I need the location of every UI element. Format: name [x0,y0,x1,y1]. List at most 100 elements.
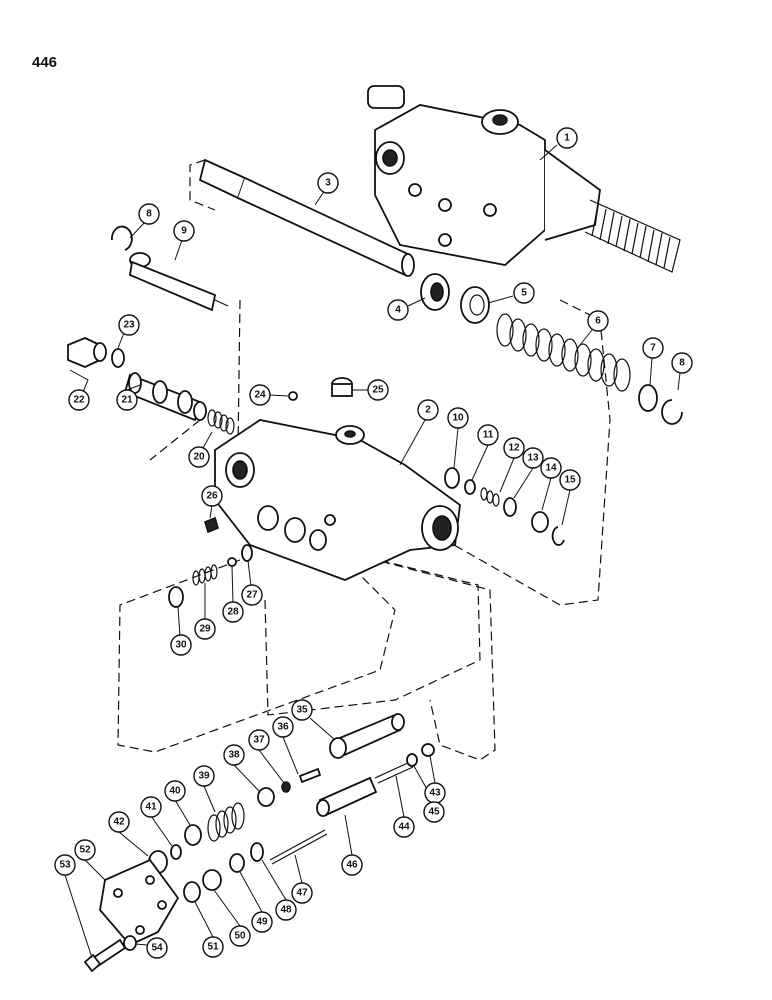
svg-text:12: 12 [508,443,520,454]
svg-text:35: 35 [296,705,308,716]
callout-8-upper: 8 [138,203,160,225]
callout-52: 52 [74,839,96,861]
part-44 [374,761,414,784]
svg-text:26: 26 [206,491,218,502]
assembly-dashed-lines [117,159,611,761]
callout-15: 15 [559,469,581,491]
svg-text:25: 25 [372,385,384,396]
bolt-53 [83,938,127,973]
callout-28: 28 [222,601,244,623]
svg-text:52: 52 [79,845,91,856]
callout-51: 51 [202,936,224,958]
callout-14: 14 [540,457,562,479]
svg-text:47: 47 [296,888,308,899]
svg-text:8: 8 [146,209,152,220]
callout-7: 7 [642,337,664,359]
callout-10: 10 [447,407,469,429]
svg-text:42: 42 [113,817,125,828]
part-48 [250,842,264,862]
callout-22: 22 [68,389,90,411]
svg-text:13: 13 [527,453,539,464]
callout-1: 1 [556,127,578,149]
spring-6 [496,313,631,392]
part-11 [464,479,476,495]
callout-38: 38 [223,744,245,766]
svg-text:20: 20 [193,452,205,463]
svg-text:24: 24 [254,390,266,401]
svg-text:49: 49 [256,917,268,928]
o-ring-23 [111,348,125,368]
callout-47: 47 [291,882,313,904]
callout-39: 39 [193,765,215,787]
snap-ring-8-right [661,399,683,425]
callout-36: 36 [272,716,294,738]
svg-text:5: 5 [521,288,527,299]
callout-26: 26 [201,485,223,507]
valve-body-1 [367,85,681,273]
svg-text:30: 30 [175,640,187,651]
part-26 [204,516,219,534]
svg-text:9: 9 [181,226,187,237]
svg-text:10: 10 [452,413,464,424]
part-38 [257,787,275,807]
svg-text:15: 15 [564,475,576,486]
spring-20 [207,409,235,435]
part-27 [241,544,253,562]
callout-11: 11 [477,424,499,446]
callout-9: 9 [173,220,195,242]
ball-24 [288,391,298,401]
svg-text:41: 41 [145,802,157,813]
spool-21 [123,372,207,422]
shaft-3 [198,158,415,277]
callout-50: 50 [229,925,251,947]
part-41 [170,844,182,860]
svg-text:50: 50 [234,931,246,942]
svg-text:4: 4 [395,305,401,316]
callout-2: 2 [417,399,439,421]
spring-seat-5 [460,286,490,324]
part-15 [551,526,565,546]
washer-7 [638,384,658,412]
svg-text:8: 8 [679,358,685,369]
svg-text:21: 21 [121,395,133,406]
svg-text:39: 39 [198,771,210,782]
callout-12: 12 [503,437,525,459]
svg-text:48: 48 [280,905,292,916]
part-46 [316,776,378,817]
svg-text:22: 22 [73,395,85,406]
callout-49: 49 [251,911,273,933]
callout-24: 24 [249,384,271,406]
callout-41: 41 [140,796,162,818]
svg-text:46: 46 [346,860,358,871]
svg-text:53: 53 [59,860,71,871]
callout-54: 54 [146,937,168,959]
page-number: 446 [32,54,58,71]
callout-13: 13 [522,447,544,469]
callout-5: 5 [513,282,535,304]
callout-40: 40 [164,780,186,802]
part-30 [168,586,184,608]
part-49 [229,853,245,873]
svg-text:54: 54 [151,943,163,954]
cover-plate-52 [99,858,180,947]
callout-8-right: 8 [671,352,693,374]
callout-46: 46 [341,854,363,876]
callout-37: 37 [248,729,270,751]
callout-20: 20 [188,446,210,468]
svg-text:45: 45 [428,807,440,818]
svg-text:3: 3 [325,178,331,189]
part-14 [531,511,549,533]
snap-ring-8-upper [111,225,133,251]
part-43 [421,743,435,757]
callout-30: 30 [170,634,192,656]
valve-body-2 [214,419,461,581]
svg-text:36: 36 [277,722,289,733]
callout-42: 42 [108,811,130,833]
part-36 [298,767,322,784]
part-28 [227,557,237,567]
part-13 [503,497,517,517]
svg-text:43: 43 [429,788,441,799]
callout-43: 43 [424,782,446,804]
svg-text:23: 23 [123,320,135,331]
